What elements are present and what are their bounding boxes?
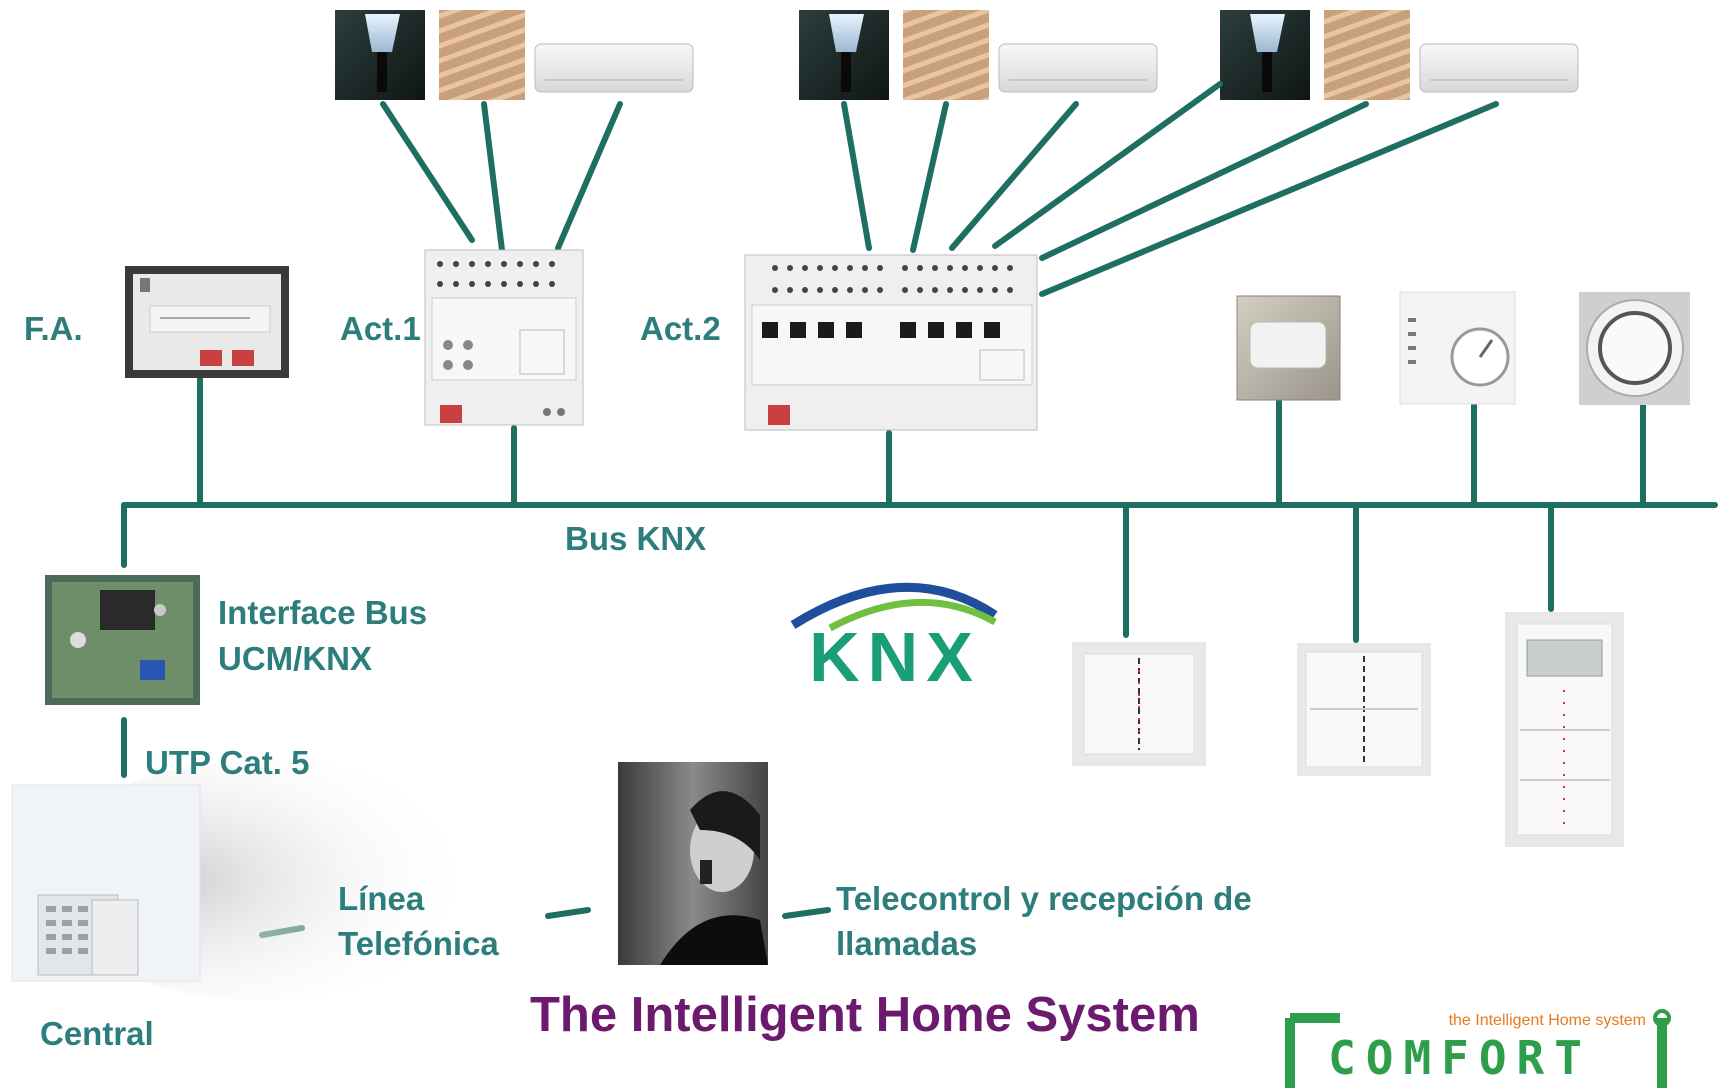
comfort-logo: the Intelligent Home system COMFORT xyxy=(1285,1009,1671,1088)
actuator-icon xyxy=(744,254,1038,431)
blind-icon xyxy=(439,10,525,100)
phone-line-label-line1: Línea xyxy=(338,880,425,917)
air-conditioner-icon xyxy=(534,43,694,93)
phone-line-label-line2: Telefónica xyxy=(338,925,499,962)
thermostat-icon xyxy=(1399,291,1516,405)
air-conditioner-icon xyxy=(1419,43,1579,93)
lamp-icon xyxy=(1220,10,1310,100)
blind-icon xyxy=(1324,10,1410,100)
knx-logo-text: KNX xyxy=(809,618,981,696)
connection-lines xyxy=(121,81,1718,938)
push-button-icon xyxy=(1072,642,1206,766)
interface-board-icon xyxy=(45,575,200,705)
motion-sensor-icon xyxy=(1236,295,1341,401)
bus-label: Bus KNX xyxy=(565,520,707,557)
lamp-icon xyxy=(799,10,889,100)
interface-label-line2: UCM/KNX xyxy=(218,640,372,677)
actuator1-label: Act.1 xyxy=(340,310,421,347)
comfort-logo-text: COMFORT xyxy=(1328,1031,1592,1085)
phone-person-icon xyxy=(618,762,768,965)
interface-label-line1: Interface Bus xyxy=(218,594,428,631)
lamp-icon xyxy=(335,10,425,100)
actuator-icon xyxy=(424,249,584,426)
room-controller-icon xyxy=(1505,612,1624,847)
device-group-1 xyxy=(335,10,694,100)
device-group-2 xyxy=(799,10,1158,100)
room-controller-icon xyxy=(1297,643,1431,776)
power-supply-label: F.A. xyxy=(24,310,83,347)
knx-logo: KNX xyxy=(790,582,998,696)
telecontrol-label-line2: llamadas xyxy=(836,925,978,962)
smoke-detector-icon xyxy=(1579,292,1690,405)
comfort-logo-tagline: the Intelligent Home system xyxy=(1449,1012,1646,1029)
page-title: The Intelligent Home System xyxy=(530,988,1200,1042)
telecontrol-label-line1: Telecontrol y recepción de xyxy=(836,880,1252,917)
air-conditioner-icon xyxy=(998,43,1158,93)
power-supply-icon xyxy=(125,266,289,378)
actuator2-label: Act.2 xyxy=(640,310,721,347)
alarm-panel-icon xyxy=(11,760,480,1000)
blind-icon xyxy=(903,10,989,100)
utp-label: UTP Cat. 5 xyxy=(145,744,310,781)
central-label: Central xyxy=(40,1015,154,1052)
device-group-3 xyxy=(1220,10,1579,100)
